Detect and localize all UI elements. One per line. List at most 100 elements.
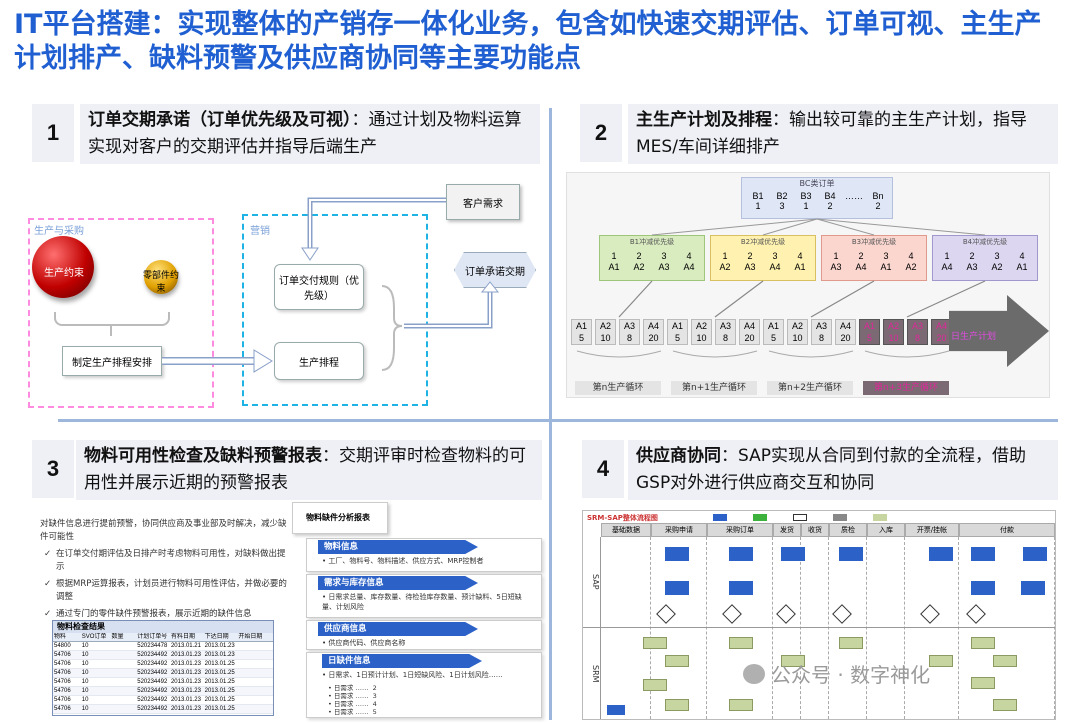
srm-flow-box <box>781 655 805 667</box>
brace-lines <box>54 312 170 326</box>
sap-flow-box <box>971 547 995 561</box>
plan-cell: A3 8 <box>907 319 928 345</box>
priority-cell: 3 A2 <box>991 251 1003 272</box>
sap-flow-box <box>839 547 863 561</box>
q2-bold: 主生产计划及排程 <box>636 110 772 130</box>
bc-order-item: Bn 2 <box>872 191 884 211</box>
table-cell: 10 <box>81 670 89 676</box>
cycle-label: 第n+3生产循环 <box>863 381 949 395</box>
table-cell: 2013.01.25 <box>204 706 235 712</box>
priority-cell: 4 A1 <box>794 251 806 272</box>
priority-cell: 1 A4 <box>941 251 953 272</box>
priority-group-box <box>932 235 1038 281</box>
sap-flow-box <box>971 581 995 595</box>
q1-number: 1 <box>32 104 74 162</box>
start-node <box>607 705 625 715</box>
priority-group-box <box>599 235 705 281</box>
table-cell: 2013.01.23 <box>170 688 201 694</box>
cycle-label: 第n+2生产循环 <box>767 381 853 395</box>
horizontal-divider <box>58 419 1058 422</box>
plan-cell: A3 8 <box>715 319 736 345</box>
priority-cell: 4 A4 <box>683 251 695 272</box>
q1-header: 订单交期承诺（订单优先级及可视）：通过计划及物料运算实现对客户的交期评估并指导后… <box>80 104 540 164</box>
lane-srm-label: SRM <box>591 664 600 683</box>
plan-schedule-box: 制定生产排程安排 <box>62 346 162 376</box>
production-constraint-label: 生产约束 <box>44 268 84 279</box>
flow-column-divider <box>1054 537 1055 719</box>
plan-cell: A1 5 <box>763 319 784 345</box>
q4-header: 供应商协同：SAP实现从合同到付款的全流程，借助GSP对外进行供应商交互和协同 <box>628 440 1058 500</box>
wechat-icon <box>743 663 765 684</box>
priority-cell: 2 A3 <box>744 251 756 272</box>
section-body: • 日需求总量、库存数量、待检验库存数量、预计缺料、5日短缺量、计划风险 <box>322 593 522 611</box>
sap-flow-box <box>929 547 953 561</box>
lane-sap: SAP <box>583 537 601 627</box>
decision-diamond <box>966 604 986 624</box>
parts-constraint-ball <box>144 260 178 294</box>
flow-column-header: 采购订单 <box>707 523 773 537</box>
flow-column-divider <box>650 537 651 719</box>
check-icon: ✓ <box>44 549 52 559</box>
table-cell <box>237 705 273 713</box>
plan-cell: A2 10 <box>787 319 808 345</box>
table-header-cell: 开始日期 <box>238 634 263 640</box>
q2-header: 主生产计划及排程：输出较可靠的主生产计划，指导MES/车间详细排产 <box>628 104 1058 164</box>
plan-cell: A4 20 <box>835 319 856 345</box>
cycle-label: 第n+1生产循环 <box>671 381 757 395</box>
table-cell: 2013.01.23 <box>170 670 201 676</box>
q4-text: ：SAP实现从合同到付款的全流程，借助GSP对外进行供应商交互和协同 <box>636 446 1026 493</box>
flow-column-header: 付款 <box>959 523 1055 537</box>
table-cell <box>110 660 136 668</box>
flow-column-divider <box>958 537 959 719</box>
table-cell: 2013.01.25 <box>204 688 235 694</box>
table-cell: 10 <box>81 661 89 667</box>
flow-column-header: 基础数据 <box>601 523 651 537</box>
q3-text: ：交期评审时检查物料的可用性并展示近期的预警报表 <box>84 446 526 493</box>
q3-header: 物料可用性检查及缺料预警报表：交期评审时检查物料的可用性并展示近期的预警报表 <box>76 440 542 500</box>
table-cell <box>237 651 273 659</box>
note-2: ✓在订单交付期评估及日排产时考虑物料可用性，对缺料做出提示 <box>40 548 290 574</box>
section-head: 供应商信息 <box>318 622 478 636</box>
q1-text: ：通过计划及物料运算实现对客户的交期评估并指导后端生产 <box>88 110 522 157</box>
srm-flow-box <box>729 637 753 649</box>
flow-title: SRM-SAP整体流程图 <box>587 514 658 522</box>
lane-divider <box>601 627 1055 628</box>
flow-column-divider <box>904 537 905 719</box>
table-cell: 520234492 <box>137 670 168 676</box>
priority-cell: 1 A1 <box>608 251 620 272</box>
bc-orders-panel <box>741 177 893 219</box>
section-body: • 日需求、1日预计计划、1日短缺风险、1日计划风险…… <box>322 671 503 679</box>
sap-flow-box <box>781 547 805 561</box>
flow-column-divider <box>866 537 867 719</box>
section-body: • 工厂、物料号、物料描述、供应方式、MRP控制者 <box>322 557 484 565</box>
decision-diamond <box>722 604 742 624</box>
marketing-region-label: 营销 <box>250 226 270 237</box>
flow-column-header: 入库 <box>867 523 905 537</box>
q3-bold: 物料可用性检查及缺料预警报表 <box>84 446 322 466</box>
table-header-cell: 数量 <box>111 634 124 640</box>
section-body: • 供应商代码、供应商名称 <box>322 639 406 647</box>
table-cell: 2013.01.23 <box>170 661 201 667</box>
note-1: 对缺件信息进行提前预警，协同供应商及事业部及时解决，减少缺件可能性 <box>40 519 287 542</box>
priority-cell: 4 A1 <box>1016 251 1028 272</box>
table-cell <box>237 696 273 704</box>
page-title: IT平台搭建：实现整体的产销存一体化业务，包含如快速交期评估、订单可视、主生产计… <box>14 9 1042 74</box>
flow-column-header: 质检 <box>829 523 867 537</box>
table-cell: 54706 <box>54 661 71 667</box>
table-header-cell: 物料 <box>54 634 67 640</box>
priority-cell: 3 A1 <box>880 251 892 272</box>
flow-legend <box>713 514 913 522</box>
q2-number: 2 <box>580 104 622 162</box>
note-4-text: 通过专门的零件缺件预警报表，展示近期的缺件信息 <box>56 609 252 619</box>
order-rule-box: 订单交付规则（优先级） <box>274 264 364 310</box>
daily-line: • 日需求 …… 3 <box>328 692 377 700</box>
priority-group-title: B2冲减优先级 <box>740 238 786 246</box>
srm-flow-box <box>729 699 753 711</box>
table-header-cell: 下达日期 <box>204 634 229 640</box>
check-icon: ✓ <box>44 579 52 589</box>
sap-flow-box <box>1023 547 1047 561</box>
